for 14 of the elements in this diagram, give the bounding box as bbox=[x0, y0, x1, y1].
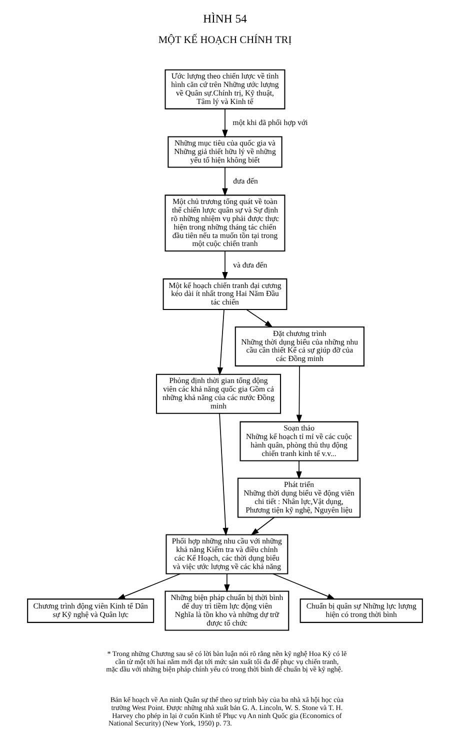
arrow bbox=[250, 516, 275, 536]
arrow bbox=[224, 573, 230, 593]
arrow bbox=[217, 309, 224, 376]
arrow bbox=[272, 573, 336, 600]
arrow bbox=[296, 366, 302, 424]
arrow bbox=[116, 573, 181, 600]
arrow bbox=[219, 412, 228, 536]
diagram-title: HÌNH 54 bbox=[203, 12, 247, 26]
arrow bbox=[296, 460, 302, 480]
arrow bbox=[222, 166, 228, 196]
arrow bbox=[222, 250, 228, 280]
arrow bbox=[246, 309, 274, 328]
arrow bbox=[222, 108, 228, 138]
label: MỘT KẾ HOẠCH CHÍNH TRỊ bbox=[158, 35, 292, 46]
